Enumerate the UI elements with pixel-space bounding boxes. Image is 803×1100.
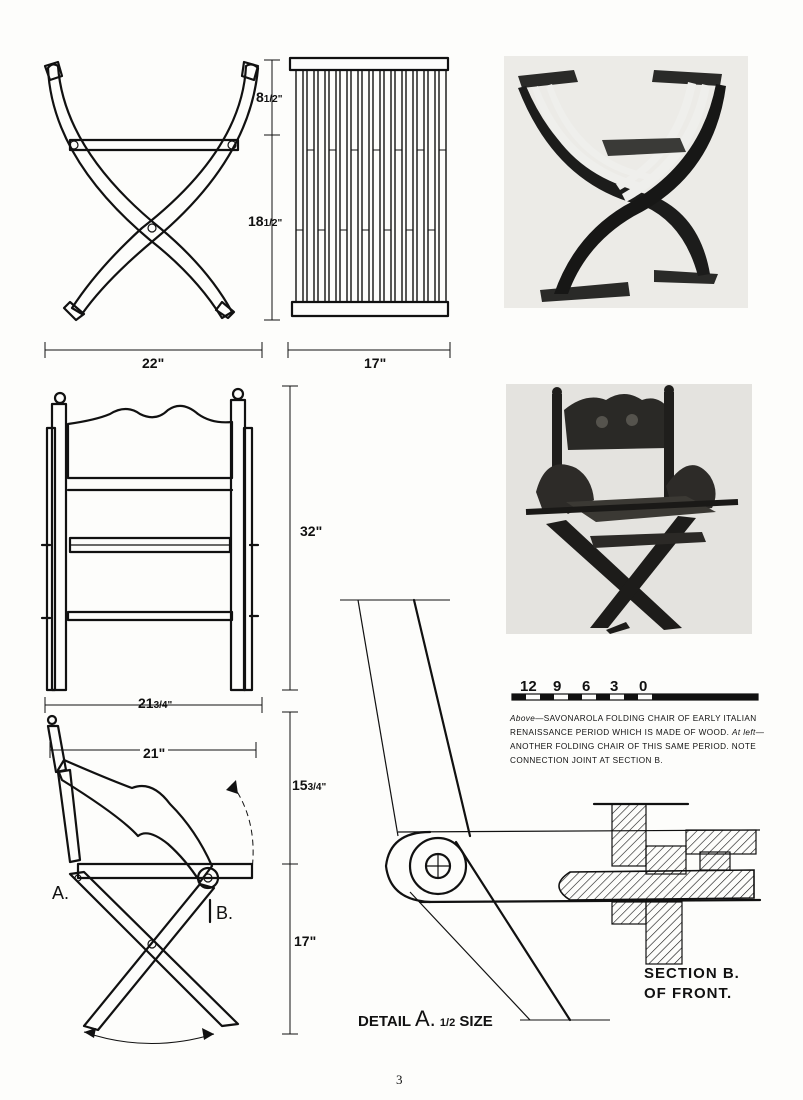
dim-seat-height-fraction: 1/2" [263, 218, 283, 229]
dim-side-upper-fraction: 3/4" [307, 782, 327, 793]
second-folding-chair-photo [506, 384, 752, 634]
point-b-label: B. [216, 903, 234, 923]
dim-side-upper-whole: 15 [292, 777, 308, 793]
dim-back-upper-whole: 8 [256, 89, 264, 105]
front-slat [383, 69, 392, 303]
detail-a-size: SIZE [459, 1013, 493, 1030]
dim-back-upper-fraction: 1/2" [263, 94, 283, 105]
front-slat [339, 69, 348, 303]
dim-front-width: 17" [364, 355, 387, 371]
front-slat [350, 69, 359, 303]
dim-side-view-width: 21" [140, 746, 169, 760]
scale-tick-0: 0 [639, 678, 648, 695]
dim-front-width-whole: 21 [138, 695, 154, 711]
detail-a-fraction: 1/2 [439, 1017, 456, 1029]
scale-tick-12: 12 [520, 678, 537, 695]
dim-seat-height: 181/2" [248, 214, 282, 229]
front-slat [317, 69, 326, 303]
point-a-label: A. [52, 883, 70, 903]
dim-front-width-fraction: 3/4" [153, 700, 173, 711]
page-number: 3 [396, 1072, 403, 1087]
front-slat [405, 69, 414, 303]
caption-left-text: —ANOTHER FOLDING CHAIR OF THIS SAME PERI… [510, 728, 765, 765]
detail-a-word: DETAIL [358, 1013, 411, 1030]
front-slat [361, 69, 370, 303]
front-slat [438, 69, 447, 303]
scale-tick-3: 3 [610, 678, 619, 695]
dim-seat-height-whole: 18 [248, 213, 264, 229]
dim-front-width-total: 213/4" [138, 696, 172, 711]
dim-side-upper-height: 153/4" [292, 778, 326, 793]
scale-tick-9: 9 [553, 678, 562, 695]
front-slat [295, 69, 304, 303]
detail-a-letter: A. [414, 1006, 436, 1031]
front-slat [427, 69, 436, 303]
detail-a-title: DETAIL A. 1/2 SIZE [358, 1008, 493, 1030]
front-slat [416, 69, 425, 303]
section-b-title: SECTION B. [644, 965, 740, 982]
front-slat [372, 69, 381, 303]
savonarola-chair-photo [504, 56, 748, 308]
front-slat [394, 69, 403, 303]
section-b-subtitle: OF FRONT. [644, 985, 733, 1002]
caption-above-text: —SAVONAROLA FOLDING CHAIR OF EARLY ITALI… [510, 714, 757, 737]
front-slat [306, 69, 315, 303]
dim-back-upper-height: 81/2" [256, 90, 282, 105]
dim-front-height: 32" [300, 523, 323, 539]
front-slat [328, 69, 337, 303]
photo-caption: Above—SAVONAROLA FOLDING CHAIR OF EARLY … [510, 712, 772, 768]
caption-above-label: Above [510, 714, 536, 723]
caption-left-label: At left [731, 728, 756, 737]
dim-side-lower-height: 17" [294, 933, 317, 949]
dim-side-width: 22" [142, 355, 165, 371]
scale-tick-6: 6 [582, 678, 591, 695]
